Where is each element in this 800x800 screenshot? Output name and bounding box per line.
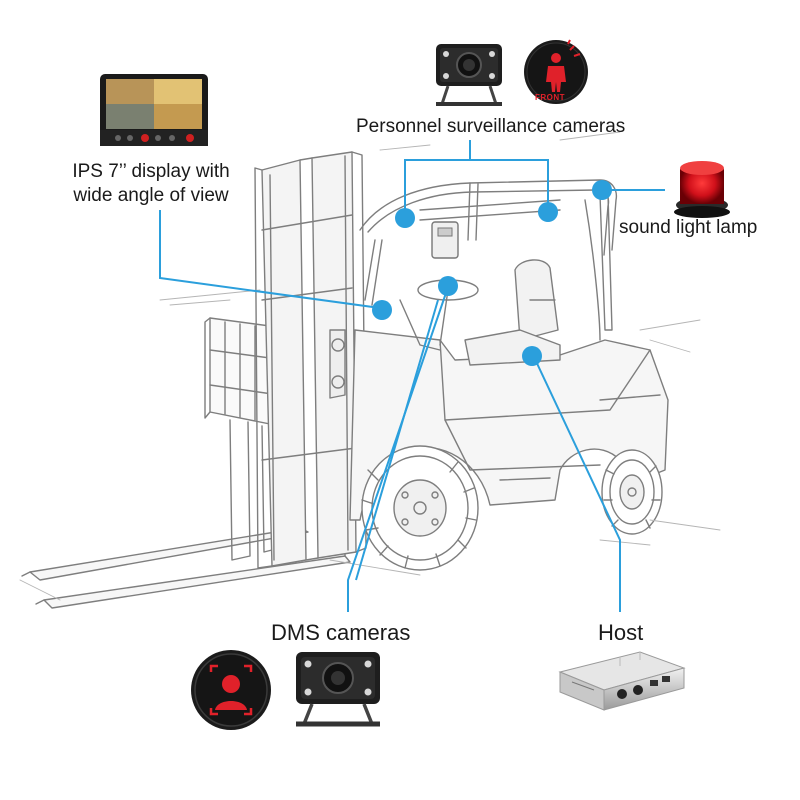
sketch-lines [19,131,721,601]
dot-host [522,346,542,366]
sound-light-lamp-label: sound light lamp [619,217,758,238]
callout-dots [372,180,612,366]
dot-personnel-left [395,208,415,228]
dot-display [372,300,392,320]
dms-camera-icon [296,652,380,727]
front-badge-text: FRONT [535,93,566,102]
pedestrian-warning-icon [524,39,588,104]
dms-cameras-label: DMS cameras [271,620,411,645]
host-box-icon [558,651,686,711]
dms-camera-mounted [431,221,459,259]
operator-seat [464,259,561,366]
mast [254,151,367,569]
dot-dms [438,276,458,296]
callout-personnel-bracket [404,140,549,215]
callout-display-line [159,210,381,309]
steering-wheel [399,279,479,351]
dot-personnel-right [538,202,558,222]
face-scan-icon [191,650,271,730]
host-label: Host [598,620,644,645]
display-label: IPS 7’’ display with wide angle of view [62,160,240,208]
rear-wheel [601,449,663,535]
callout-dms-line [347,286,449,612]
personnel-cameras-label: Personnel surveillance cameras [356,116,626,137]
monitor-icon [100,74,208,146]
callout-dms-line-2 [355,299,439,581]
dot-lamp [592,180,612,200]
camera-icon [436,44,502,106]
display-label-line1: IPS 7’’ display with [72,161,230,182]
beacon-lamp-icon [674,161,730,218]
fork-tines [21,419,351,609]
overhead-guard [359,179,618,341]
forklift-sketch [19,131,721,609]
front-wheel [361,445,479,571]
callout-host-line [533,356,621,612]
display-label-line2: wide angle of view [73,185,229,206]
callout-lines [159,140,665,612]
